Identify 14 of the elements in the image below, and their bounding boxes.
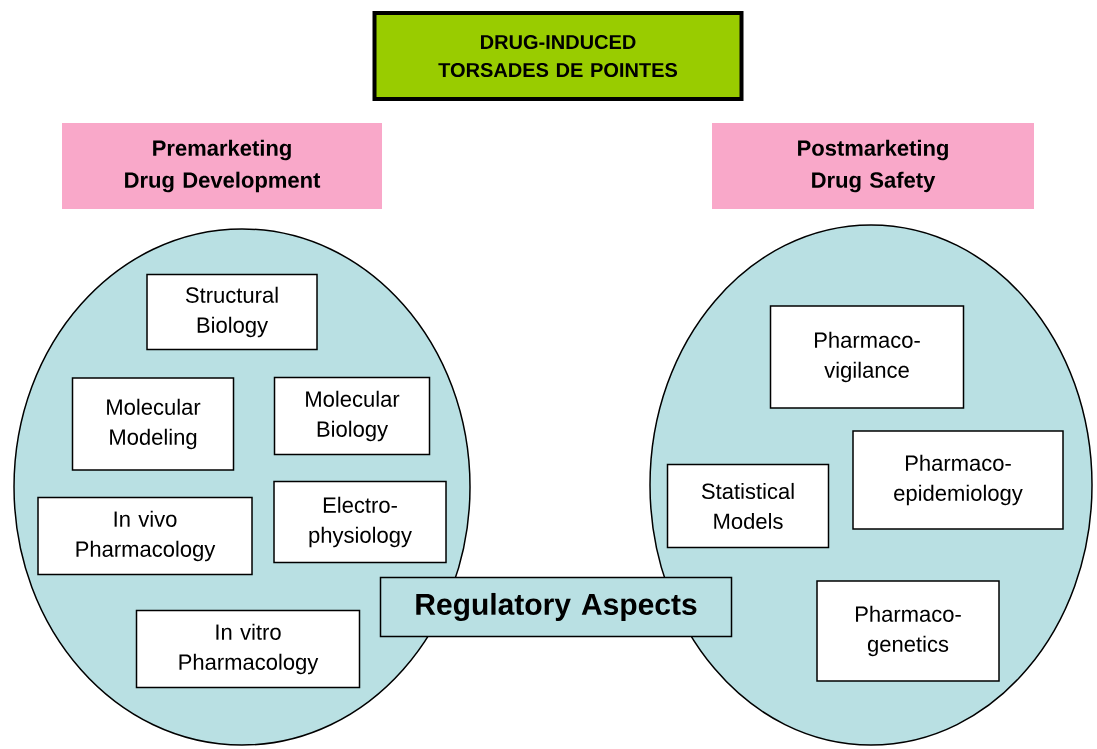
- topic-box: Molecular Biology: [273, 376, 431, 456]
- topic-box: In vivo Pharmacology: [37, 496, 253, 576]
- topic-box: Structural Biology: [146, 273, 318, 351]
- title-box: DRUG-INDUCED TORSADES DE POINTES: [372, 11, 744, 101]
- heading-box: Premarketing Drug Development: [62, 123, 382, 209]
- topic-box: Statistical Models: [666, 463, 830, 549]
- topic-box: Electro- physiology: [273, 480, 447, 564]
- topic-box: Pharmaco- genetics: [816, 580, 1000, 682]
- topic-box: Molecular Modeling: [71, 377, 235, 471]
- topic-box: Pharmaco- vigilance: [769, 305, 965, 409]
- label-box: Regulatory Aspects: [379, 576, 733, 638]
- topic-box: Pharmaco- epidemiology: [852, 430, 1064, 530]
- heading-box: Postmarketing Drug Safety: [712, 123, 1034, 209]
- topic-box: In vitro Pharmacology: [135, 609, 361, 689]
